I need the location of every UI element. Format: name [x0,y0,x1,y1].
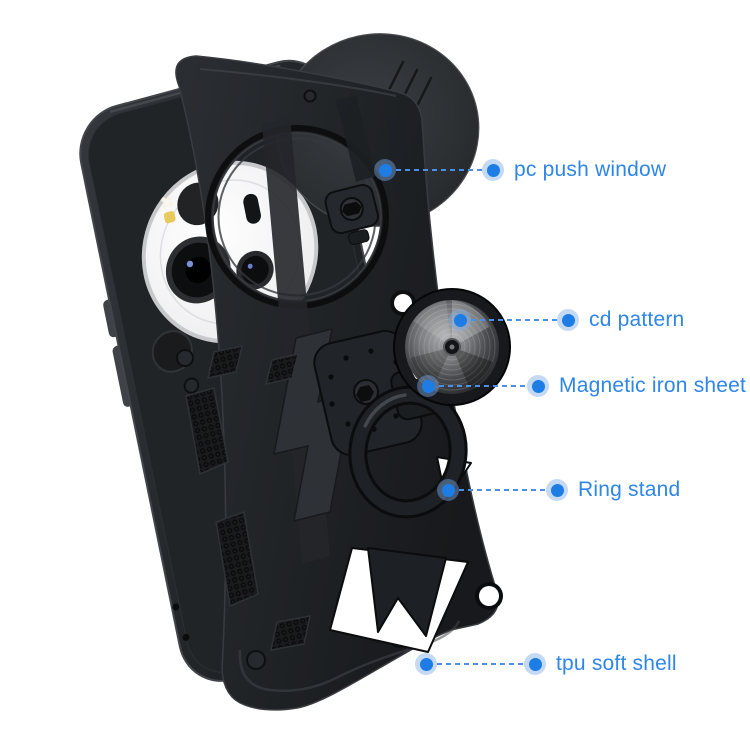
label-dot-icon [557,309,579,331]
anchor-dot-icon [437,479,459,501]
disc-grip-lines [387,60,433,108]
leader-line [437,663,524,665]
label-dot-icon [546,479,568,501]
anchor-dot-icon [449,309,471,331]
flash-icon [161,195,173,209]
anchor-dot-icon [374,159,396,181]
label-dot-icon [524,653,546,675]
kickstand [329,456,472,653]
camera-sensor [243,193,261,224]
callout-pc-push-window: pc push window [374,158,666,182]
callout-tpu-soft-shell: tpu soft shell [415,652,677,676]
callout-cd-pattern: cd pattern [449,308,684,332]
flash-yellow [163,211,176,224]
lanyard-hole [475,582,503,610]
leader-line [439,385,527,387]
ring-stand [313,288,511,519]
ring [348,385,468,519]
grip-pads [185,345,311,651]
cd-pattern-disc [405,300,499,394]
callout-label: pc push window [514,158,667,181]
anchor-dot-icon [415,653,437,675]
callout-ring-stand: Ring stand [437,478,680,502]
callout-label: cd pattern [589,308,685,331]
slide-hinge [324,183,380,246]
phone-back-dot [183,377,200,394]
callout-label: Ring stand [578,478,681,501]
callout-label: tpu soft shell [556,652,677,675]
label-dot-icon [482,159,504,181]
leader-line [396,169,482,171]
leader-line [471,319,557,321]
anchor-dot-icon [417,375,439,397]
leader-line [459,489,546,491]
callout-label: Magnetic iron sheet [559,374,747,397]
callout-magnetic-iron-sheet: Magnetic iron sheet [417,374,746,398]
label-dot-icon [527,375,549,397]
